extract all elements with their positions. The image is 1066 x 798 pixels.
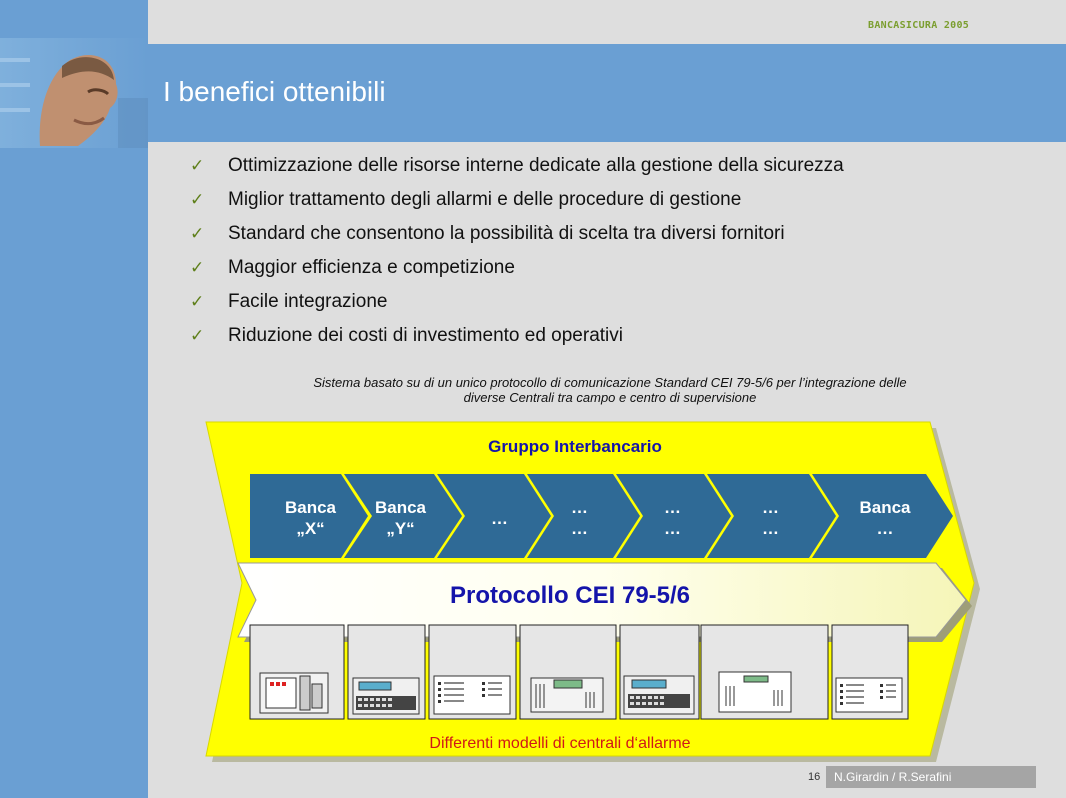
group-title: Gruppo Interbancario: [488, 437, 662, 456]
benefit-item: ✓ Ottimizzazione delle risorse interne de…: [190, 153, 844, 187]
benefit-text: Maggior efficienza e competizione: [228, 257, 515, 278]
system-caption: Sistema basato su di un unico protocollo…: [160, 375, 1060, 405]
alarm-panel-device: [249, 624, 345, 720]
bank-label: … …: [537, 493, 622, 543]
bank-chevron: [616, 474, 731, 558]
author-footer: N.Girardin / R.Serafini: [826, 766, 1036, 788]
benefit-item: ✓ Maggior efficienza e competizione: [190, 255, 844, 289]
check-icon: ✓: [190, 190, 205, 210]
benefit-text: Standard che consentono la possibilità d…: [228, 223, 785, 244]
bank-chevron: [344, 474, 462, 558]
bank-label-line: …: [762, 519, 779, 538]
protocol-arrow: [237, 562, 967, 638]
portrait-image: [0, 38, 148, 148]
alarm-panel-device: [619, 624, 700, 720]
device-panel-row: [249, 624, 909, 720]
bank-label: Banca „X“: [268, 493, 353, 543]
bank-chevron: [707, 474, 836, 558]
check-icon: ✓: [190, 292, 205, 312]
bank-label-line: …: [762, 498, 779, 517]
bank-chevron: [812, 474, 953, 558]
benefit-text: Facile integrazione: [228, 291, 388, 312]
check-icon: ✓: [190, 326, 205, 346]
bank-label-line: Banca: [284, 498, 337, 517]
bank-label-line: „Y“: [386, 519, 415, 538]
benefit-item: ✓ Standard che consentono la possibilità …: [190, 221, 844, 255]
bank-label: … …: [728, 493, 813, 543]
architecture-diagram: [205, 421, 980, 762]
alarm-panel-device: [831, 624, 909, 720]
bank-label-line: …: [571, 498, 588, 517]
bank-label-line: …: [664, 519, 681, 538]
bank-label-line: …: [571, 519, 588, 538]
bank-label: … …: [630, 493, 715, 543]
benefit-text: Riduzione dei costi di investimento ed o…: [228, 325, 623, 346]
protocol-label: Protocollo CEI 79-5/6: [449, 582, 691, 609]
alarm-panel-device: [700, 624, 829, 720]
brand-logo: BANCASICURA 2005: [868, 20, 970, 31]
title-band: [0, 44, 1066, 142]
caption-line-2: diverse Centrali tra campo e centro di s…: [463, 390, 757, 405]
check-icon: ✓: [190, 156, 205, 176]
bank-label-line: Banca: [374, 498, 427, 517]
benefit-item: ✓ Miglior trattamento degli allarmi e del…: [190, 187, 844, 221]
bank-label-line: …: [491, 508, 508, 528]
alarm-models-label: Differenti modelli di centrali d‘allarme: [429, 735, 691, 752]
bank-label-line: …: [664, 498, 681, 517]
benefit-text: Miglior trattamento degli allarmi e dell…: [228, 189, 742, 210]
page-title: I benefici ottenibili: [163, 76, 386, 107]
alarm-panel-device: [428, 624, 517, 720]
benefit-list: ✓ Ottimizzazione delle risorse interne de…: [190, 153, 844, 357]
bank-label: …: [457, 493, 542, 543]
alarm-panel-device: [347, 624, 426, 720]
bank-chevron: [527, 474, 640, 558]
bank-label-line: „X“: [296, 519, 325, 538]
bank-label: Banca …: [840, 493, 930, 543]
bank-chevron: [250, 474, 368, 558]
benefit-item: ✓ Riduzione dei costi di investimento ed …: [190, 323, 844, 357]
check-icon: ✓: [190, 258, 205, 278]
bank-label: Banca „Y“: [358, 493, 443, 543]
bank-label-line: Banca: [859, 498, 911, 517]
bank-chevron: [437, 474, 551, 558]
benefit-item: ✓ Facile integrazione: [190, 289, 844, 323]
check-icon: ✓: [190, 224, 205, 244]
benefit-text: Ottimizzazione delle risorse interne ded…: [228, 155, 844, 176]
page-number: 16: [808, 771, 821, 783]
alarm-panel-device: [519, 624, 617, 720]
bank-label-line: …: [876, 519, 894, 538]
bank-chevron-row: [250, 474, 953, 558]
caption-line-1: Sistema basato su di un unico protocollo…: [313, 375, 907, 390]
